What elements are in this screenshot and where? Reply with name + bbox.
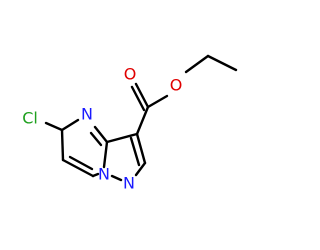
bonds	[44, 54, 238, 182]
n-pyrimidine-atom-label: N	[81, 105, 93, 124]
bond-c3-c2-a	[135, 132, 147, 165]
bond-ch2-o	[184, 54, 210, 74]
bond-carbonyl-double-b	[130, 85, 146, 112]
cl-atom-label: Cl	[22, 109, 38, 128]
structure-canvas: Cl N N N O O	[22, 54, 238, 193]
o-carbonyl-atom-label: O	[124, 65, 137, 84]
bond-carbonylc-c3	[135, 105, 150, 136]
bond-c3a-n4-b	[89, 131, 103, 147]
bond-c5-c6	[60, 128, 65, 162]
bond-n4-c5	[60, 118, 80, 132]
bond-c7-n7a	[91, 172, 100, 178]
n-pyrazole-atom-label: N	[123, 174, 135, 193]
bond-c3-c3a	[105, 132, 139, 144]
o-ester-atom-label: O	[170, 76, 183, 95]
bond-c3-c2-b	[129, 136, 141, 167]
bond-c3a-n4-a	[93, 125, 109, 144]
bond-c2-n1	[134, 161, 147, 177]
molecule-structure: Cl N N N O O	[22, 54, 238, 193]
bond-c6-c7-a	[61, 158, 95, 178]
bond-ch3-ch2	[206, 54, 238, 72]
bond-n7a-c3a	[102, 140, 109, 169]
bond-c6-c7-b	[68, 155, 94, 171]
atom-labels: Cl N N N O O	[22, 65, 182, 193]
bond-o-carbonylc	[146, 94, 169, 109]
bond-c5-cl	[44, 121, 64, 132]
n-bridgehead-atom-label: N	[98, 165, 110, 184]
bond-n1-n7a	[110, 174, 123, 182]
bond-carbonyl-double-a	[134, 82, 150, 109]
